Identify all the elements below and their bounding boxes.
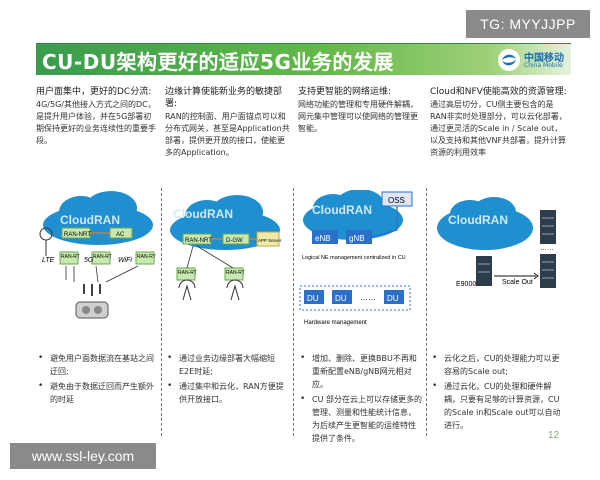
column-divider — [161, 188, 162, 436]
oss-label: OSS — [388, 196, 405, 205]
bullet-item: 通过集中和云化，RAN方便提供开放接口。 — [167, 380, 289, 406]
col1-body: 4G/5G/其他接入方式之间的DC，是提升用户体验，并在5G部署初期保持更好的业… — [36, 100, 156, 145]
server-rack-icon — [540, 210, 556, 244]
diagram-cloud-nfv: CloudRAN …… E9000 Scale Out — [437, 197, 556, 288]
hardware-management-caption: Hardware management — [304, 320, 367, 326]
gnb-node — [346, 230, 372, 244]
china-mobile-logo: 中国移动 China Mobile — [496, 46, 568, 74]
ran-nrt-label: RAN-NRT — [64, 232, 91, 238]
watermark-bottom: www.ssl-ley.com — [10, 443, 156, 469]
du-group-box — [299, 285, 411, 311]
ran-rt-label: RAN-RT — [61, 254, 80, 260]
col2-bullets: 通过业务边缘部署大幅缩短E2E时延; 通过集中和云化，RAN方便提供开放接口。 — [167, 352, 289, 408]
gnb-label: gNB — [349, 234, 365, 243]
downlink-arrows-icon — [83, 284, 101, 296]
cloud-label: CloudRAN — [173, 207, 233, 221]
arrowhead-icon — [533, 272, 539, 280]
col2-heading: 边缘计算使能新业务的敏捷部署: — [165, 87, 283, 109]
wifi-label: WiFi — [118, 257, 132, 264]
vr-headset-icon — [75, 301, 109, 319]
du-node — [332, 290, 352, 304]
server-rack-icon — [540, 254, 556, 288]
bullet-item: 云化之后，CU的处理能力可以更容易的Scale out; — [432, 352, 562, 378]
vr-lens-icon — [94, 306, 102, 314]
link-line — [65, 265, 139, 283]
col4-body: 通过高层切分，CU侧主要包含的是RAN非实时处理部分，可以云化部署，通过更灵活的… — [430, 100, 567, 157]
cloud-label: CloudRAN — [60, 213, 120, 227]
d-gw-label: D-GW — [226, 238, 243, 244]
e9000-label: E9000 — [456, 281, 476, 288]
du-label: DU — [335, 294, 347, 303]
logical-ne-caption: Logical NE management centralized in CU — [302, 255, 406, 261]
lte-label: LTE — [42, 257, 55, 264]
antenna-icon — [226, 279, 244, 301]
bullet-item: 通过云化，CU的处理和硬件解耦，只要有足够的计算资源，CU的Scale in和S… — [432, 380, 562, 432]
ran-nrt-label: RAN-NRT — [185, 238, 212, 244]
col3-bullets: 增加、删除、更换BBU不再和重新配置eNB/gNB网元相对应。 CU 部分在云上… — [300, 352, 422, 447]
cloud-label: CloudRAN — [448, 213, 508, 227]
bullet-item: 避免用户面数据流在基站之间迂回; — [38, 352, 156, 378]
diagram-network-oam: CloudRAN OSS eNB gNB Logical NE manageme… — [299, 190, 413, 326]
du-node — [384, 290, 404, 304]
ran-rt-label: RAN-RT — [137, 254, 156, 260]
5g-label: 5G — [84, 257, 94, 264]
bullet-item: CU 部分在云上可以存储更多的管理、测量和性能统计信息，为后续产生更智能的运维特… — [300, 393, 422, 445]
page-title: CU-DU架构更好的适应5G业务的发展 — [42, 50, 394, 74]
server-rack-icon — [476, 256, 492, 286]
col3-heading: 支持更智能的网络运维: — [298, 87, 392, 97]
ran-rt-node — [91, 251, 111, 265]
col2-body: RAN的控制面、用户面锚点可以和分布式网关，甚至是Application共部署，… — [165, 112, 290, 157]
ran-rt-node — [135, 251, 155, 265]
col3-body: 网络功能的管理和专用硬件解耦，网元集中管理可以使网络的管理更智能。 — [298, 100, 418, 133]
enb-node — [312, 230, 338, 244]
ellipsis: …… — [360, 293, 376, 302]
cloud-label: CloudRAN — [312, 203, 372, 217]
bullet-item: 避免由于数据迂回而产生额外的时延 — [38, 380, 156, 406]
bullet-item: 增加、删除、更换BBU不再和重新配置eNB/gNB网元相对应。 — [300, 352, 422, 391]
du-node — [304, 290, 324, 304]
scale-out-label: Scale Out — [502, 279, 533, 286]
ran-rt-label: RAN-RT — [93, 254, 112, 260]
ac-label: AC — [116, 232, 125, 238]
col4-bullets: 云化之后，CU的处理能力可以更容易的Scale out; 通过云化，CU的处理和… — [432, 352, 562, 434]
antenna-icon — [178, 279, 196, 301]
enb-label: eNB — [315, 234, 331, 243]
ran-rt-node — [59, 251, 79, 265]
link-line — [186, 245, 234, 269]
ran-rt-label: RAN-RT — [226, 270, 245, 276]
vr-lens-icon — [82, 306, 90, 314]
du-label: DU — [307, 294, 319, 303]
diagram-edge-computing: CloudRAN RAN-NRT D-GW APP Server RAN-RT … — [170, 195, 282, 301]
col1-bullets: 避免用户面数据流在基站之间迂回; 避免由于数据迂回而产生额外的时延 — [38, 352, 156, 408]
link-line — [371, 206, 398, 238]
cloud-shape — [170, 195, 280, 250]
cloud-shape — [437, 197, 533, 250]
ellipsis: …… — [540, 245, 554, 252]
col1-heading: 用户面集中，更好的DC分流: — [36, 87, 152, 97]
china-mobile-logo-icon — [498, 49, 520, 71]
page-number: 12 — [548, 430, 560, 441]
ran-rt-label: RAN-RT — [178, 270, 197, 276]
diagram-dc-offload: CloudRAN RAN-NRT AC RAN-RT RAN-RT RAN-RT… — [39, 191, 156, 319]
bullet-item: 通过业务边缘部署大幅缩短E2E时延; — [167, 352, 289, 378]
column-divider — [293, 188, 294, 436]
du-label: DU — [387, 294, 399, 303]
title-bar: CU-DU架构更好的适应5G业务的发展 中国移动 China Mobile — [36, 43, 571, 75]
logo-sub: China Mobile — [524, 62, 563, 69]
logo-name: 中国移动 — [524, 53, 564, 64]
watermark-top: TG: MYYJJPP — [466, 10, 590, 38]
app-server-label: APP Server — [258, 238, 282, 243]
col4-heading: Cloud和NFV使能高效的资源管理: — [430, 87, 567, 97]
column-divider — [426, 188, 427, 436]
